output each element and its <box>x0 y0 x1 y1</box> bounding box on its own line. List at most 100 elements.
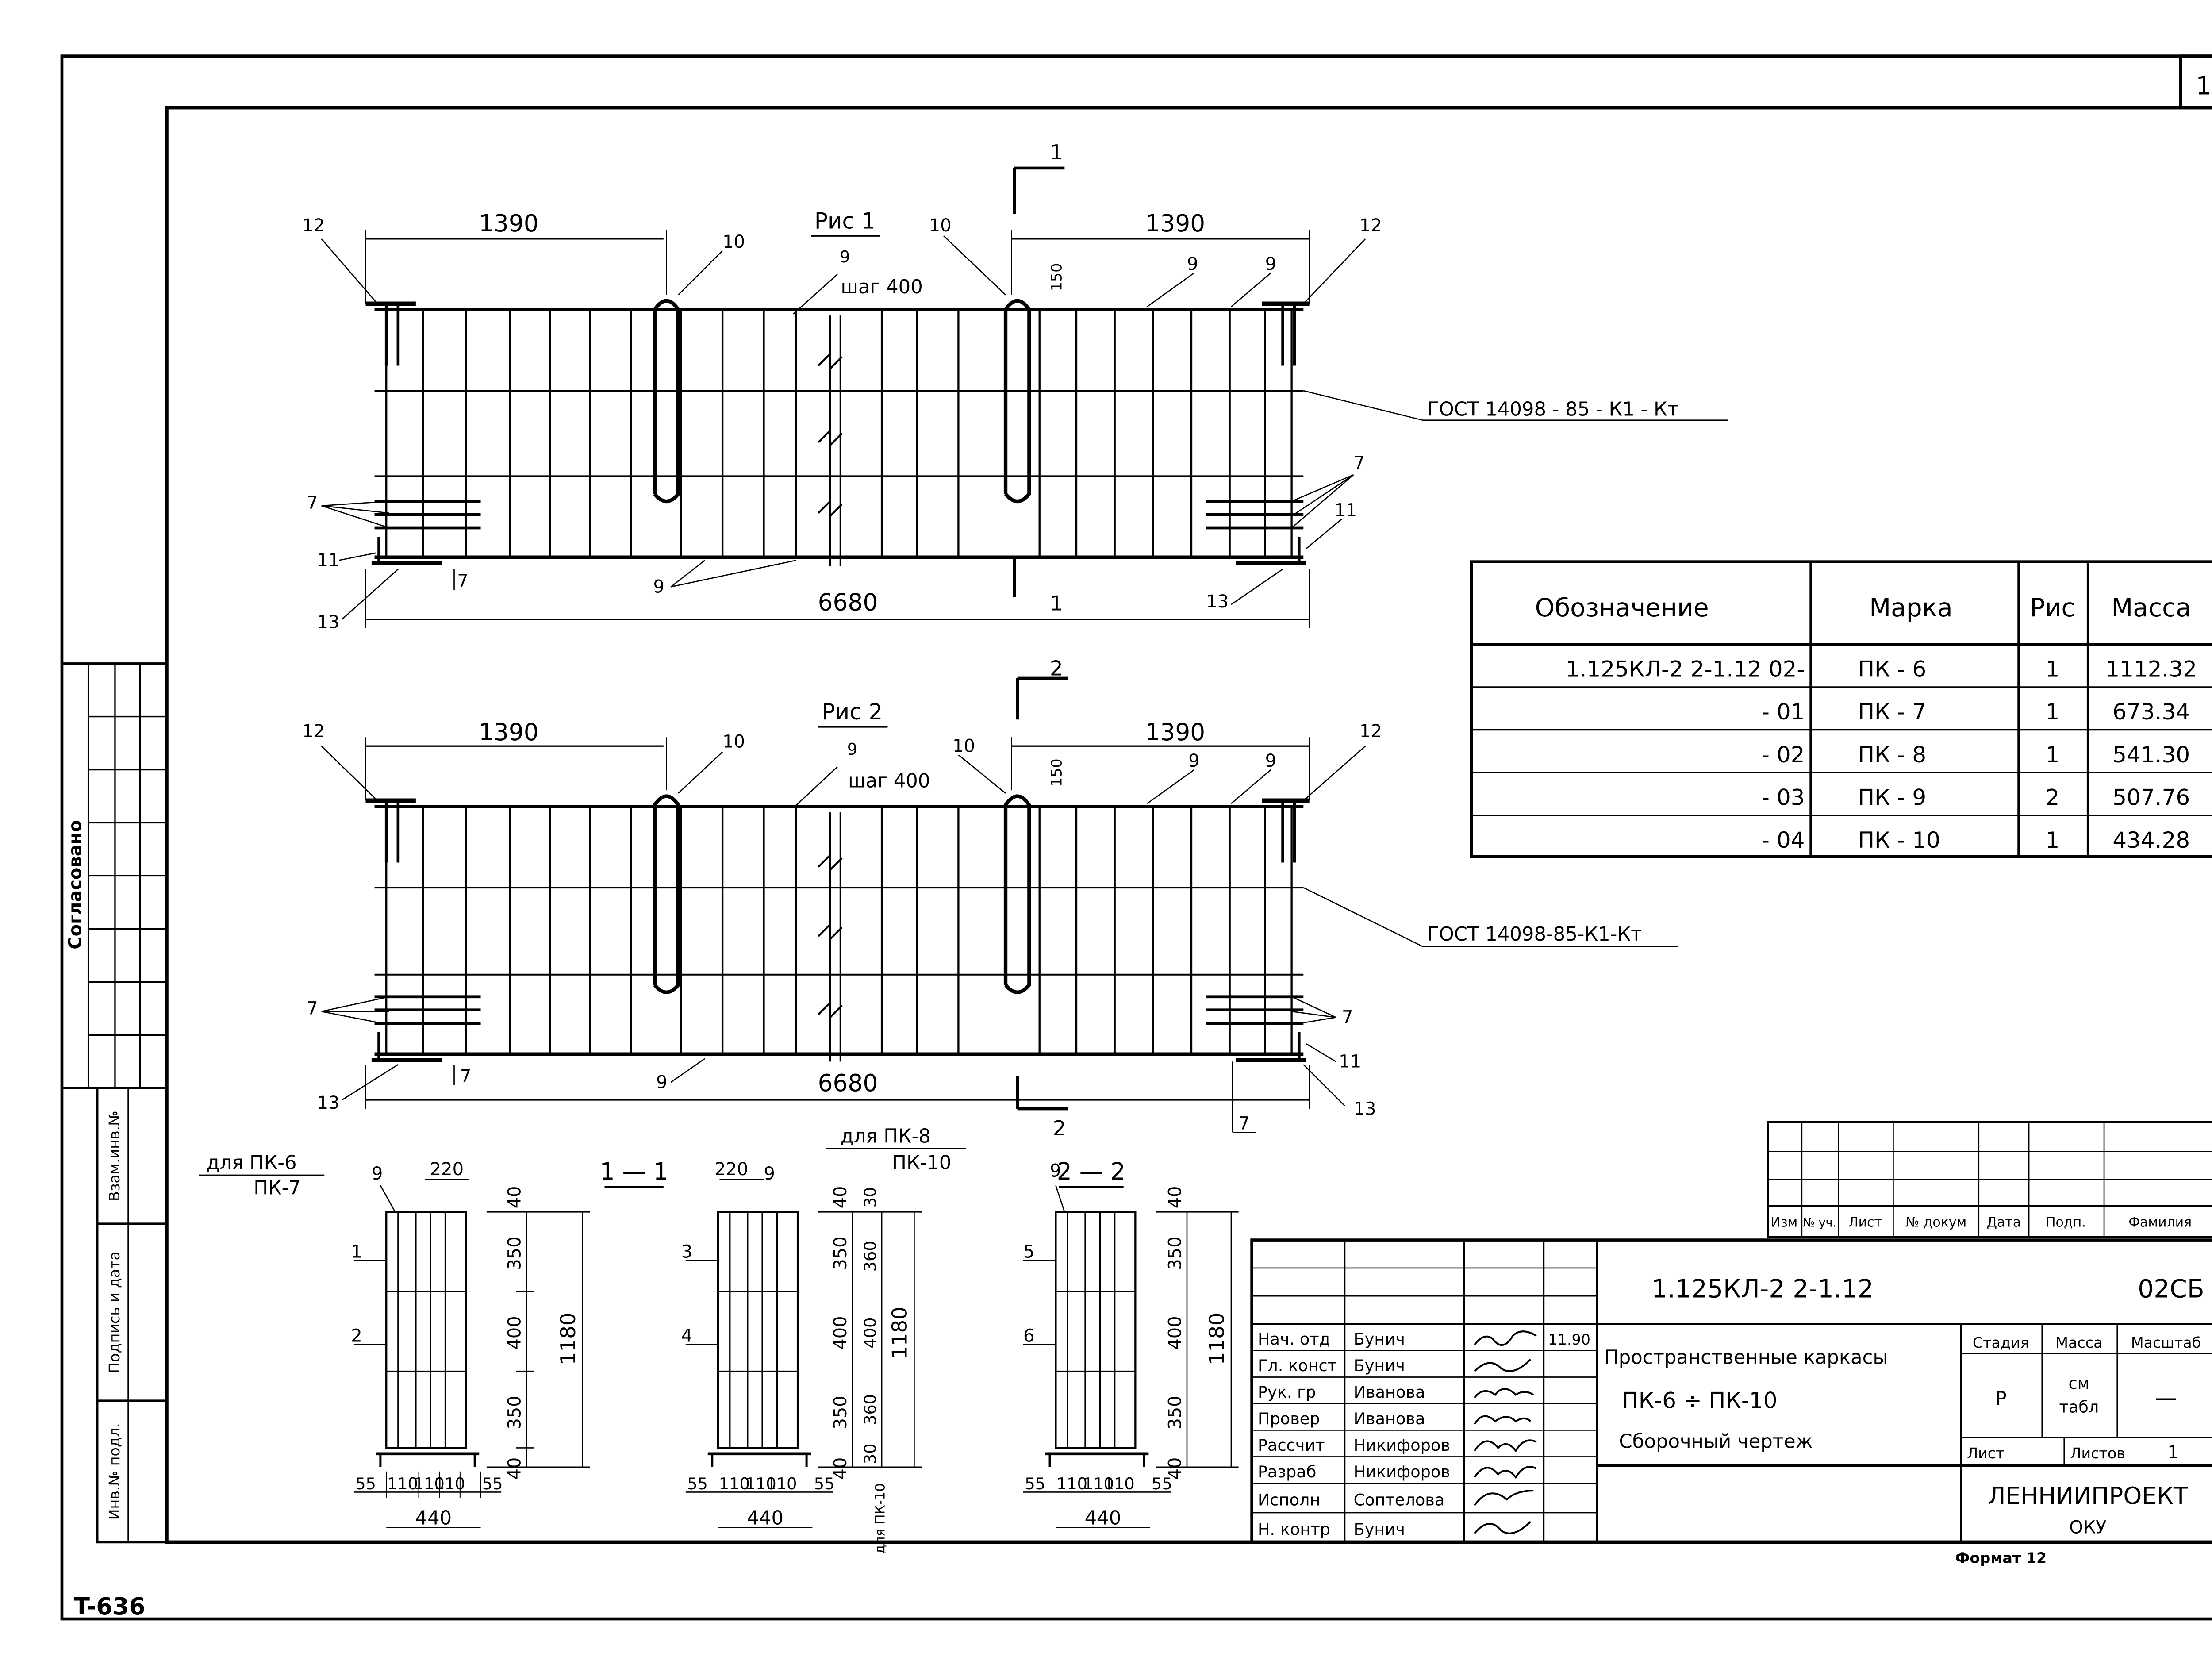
section-2-title: 2 — 2 <box>1057 1158 1125 1185</box>
sa-pos1: 1 <box>351 1242 362 1262</box>
spec-r3-mass: 507.76 <box>2112 785 2190 811</box>
fig2-dim-total: 6680 <box>818 1069 878 1097</box>
spec-r1-mark: ПК - 7 <box>1858 699 1926 725</box>
fig1-pos7-bottom: 7 <box>457 571 468 591</box>
sa-dim-1180: 1180 <box>557 1313 580 1365</box>
spec-r4-mark: ПК - 10 <box>1858 827 1940 853</box>
fig2-pos7-right: 7 <box>1342 1007 1353 1028</box>
staff-role-2: Рук. гр <box>1258 1383 1316 1402</box>
sb-dim-110-c: 110 <box>766 1474 797 1493</box>
sb-dim-110-b: 110 <box>745 1474 776 1493</box>
sc-dim-110-c: 110 <box>1104 1474 1135 1493</box>
fig2-hook-left <box>653 794 680 994</box>
fig2-pos7-bottom: 7 <box>460 1066 471 1087</box>
rev-h-name: Фамилия <box>2128 1215 2192 1230</box>
fig2-pos9-top: 9 <box>847 740 857 759</box>
doc-code: 1.125КЛ-2 2-1.12 <box>1651 1275 1874 1304</box>
sa-dim-220: 220 <box>430 1159 464 1180</box>
sb-dim-55-left: 55 <box>687 1474 708 1493</box>
fig1-pos10-left: 10 <box>722 232 745 252</box>
fig2-dim-hook: 150 <box>1048 758 1065 787</box>
section-1-title: 1 — 1 <box>600 1158 668 1185</box>
sb-dim-400: 400 <box>830 1316 851 1349</box>
sb-dim-220: 220 <box>714 1159 748 1180</box>
spec-r1-fig: 1 <box>2045 699 2059 725</box>
sb-dim-440: 440 <box>747 1507 783 1530</box>
fig1-step: шаг 400 <box>841 276 922 298</box>
sheet-number-box <box>2179 54 2212 109</box>
replace-inv-label: Взам.инв.№ <box>106 1111 123 1201</box>
note-for-pk8: для ПК-8 <box>841 1126 931 1148</box>
spec-r4-designation: - 04 <box>1762 827 1805 853</box>
section-b: 40 350 400 350 40 30 360 400 360 30 1180… <box>681 1159 922 1554</box>
rev-h-date: Дата <box>1987 1215 2021 1230</box>
sb-dim-360-top: 360 <box>861 1241 880 1272</box>
fig1-pos11-left: 11 <box>317 550 340 571</box>
sb-dim-30-bottom: 30 <box>861 1443 880 1464</box>
fig2-pos7-lower: 7 <box>1239 1114 1250 1134</box>
staff-role-5: Разраб <box>1258 1462 1316 1481</box>
sa-pos2: 2 <box>351 1326 362 1346</box>
sb-dim-40-bottom: 40 <box>830 1457 851 1480</box>
fig1-pos7-left: 7 <box>307 493 318 513</box>
sign-date-label: Подпись и дата <box>106 1251 123 1373</box>
note-for-pk10: ПК-10 <box>892 1152 951 1174</box>
doc-name-3: Сборочный чертеж <box>1619 1430 1813 1453</box>
sc-dim-110-a: 110 <box>1056 1474 1087 1493</box>
fig1-dim-hook: 150 <box>1048 263 1065 292</box>
inventory-block <box>96 1087 168 1544</box>
fig1-pos9-bottom: 9 <box>653 577 664 597</box>
staff-role-6: Исполн <box>1258 1490 1320 1509</box>
sb-pos9: 9 <box>764 1164 775 1184</box>
spec-r1-mass: 673.34 <box>2112 699 2190 725</box>
stage-value: Р <box>1995 1388 2007 1410</box>
mass-value-1: см <box>2068 1374 2089 1393</box>
fig2-title: Рис 2 <box>822 699 883 725</box>
cross-sections: для ПК-6 ПК-7 для ПК-8 ПК-10 1 — 1 2 — 2 <box>199 1126 1239 1554</box>
sc-dim-40-top: 40 <box>1165 1186 1186 1209</box>
title-block: Изм № уч. Лист № докум Дата Подп. Фамили… <box>1250 1121 2212 1566</box>
staff-role-1: Гл. конст <box>1258 1356 1337 1375</box>
spec-r2-fig: 1 <box>2045 742 2059 768</box>
mass-label: Масса <box>2055 1334 2102 1351</box>
fig2-pos12-left: 12 <box>302 721 325 742</box>
fig1-dim-total: 6680 <box>818 589 878 616</box>
figure-1-cage: 1390 1390 6680 150 Рис 1 9 шаг 400 1 1 Г… <box>302 141 1728 633</box>
fig1-hook-right <box>1003 299 1031 503</box>
spec-r4-mass: 434.28 <box>2112 827 2190 853</box>
spec-r3-fig: 2 <box>2045 785 2059 811</box>
sb-dim-360-bottom: 360 <box>861 1394 880 1425</box>
fig1-pos12-left: 12 <box>302 215 325 236</box>
agreed-label: Согласовано <box>65 820 85 949</box>
spec-header-fig: Рис <box>2030 593 2075 623</box>
spec-r0-mass: 1112.32 <box>2105 657 2197 682</box>
inv-orig-label: Инв.№ подл. <box>106 1423 123 1520</box>
rev-h-list: Лист <box>1848 1215 1882 1230</box>
fig2-pos10-left: 10 <box>722 732 745 752</box>
staff-name-6: Соптелова <box>1354 1490 1445 1509</box>
sb-dim-40-top: 40 <box>830 1186 851 1209</box>
mass-value-2: табл <box>2059 1397 2099 1416</box>
spec-r3-designation: - 03 <box>1762 785 1805 811</box>
sb-dim-350-bottom: 350 <box>830 1395 851 1429</box>
sc-dim-400: 400 <box>1165 1316 1186 1349</box>
sa-dim-40-bottom: 40 <box>505 1457 525 1480</box>
sc-dim-440: 440 <box>1085 1507 1121 1530</box>
sa-dim-110-b: 110 <box>414 1474 445 1493</box>
spec-header-mark: Марка <box>1869 593 1952 623</box>
spec-r2-mass: 541.30 <box>2112 742 2190 768</box>
sa-dim-440: 440 <box>415 1507 452 1530</box>
spec-header-designation: Обозначение <box>1535 593 1709 623</box>
org-dept: ОКУ <box>2069 1518 2106 1538</box>
sb-pos4: 4 <box>681 1326 692 1346</box>
sheets-label: Листов <box>2070 1445 2125 1462</box>
staff-role-4: Рассчит <box>1258 1436 1325 1455</box>
sa-dim-110-c: 110 <box>434 1474 465 1493</box>
fig2-pos10-right: 10 <box>952 736 975 757</box>
staff-name-1: Бунич <box>1354 1356 1405 1375</box>
fig1-pos10-right: 10 <box>929 215 952 236</box>
spec-r3-mark: ПК - 9 <box>1858 785 1926 811</box>
sa-dim-55-left: 55 <box>355 1474 376 1493</box>
staff-name-4: Никифоров <box>1354 1436 1450 1455</box>
fig1-dim-right: 1390 <box>1145 210 1205 237</box>
